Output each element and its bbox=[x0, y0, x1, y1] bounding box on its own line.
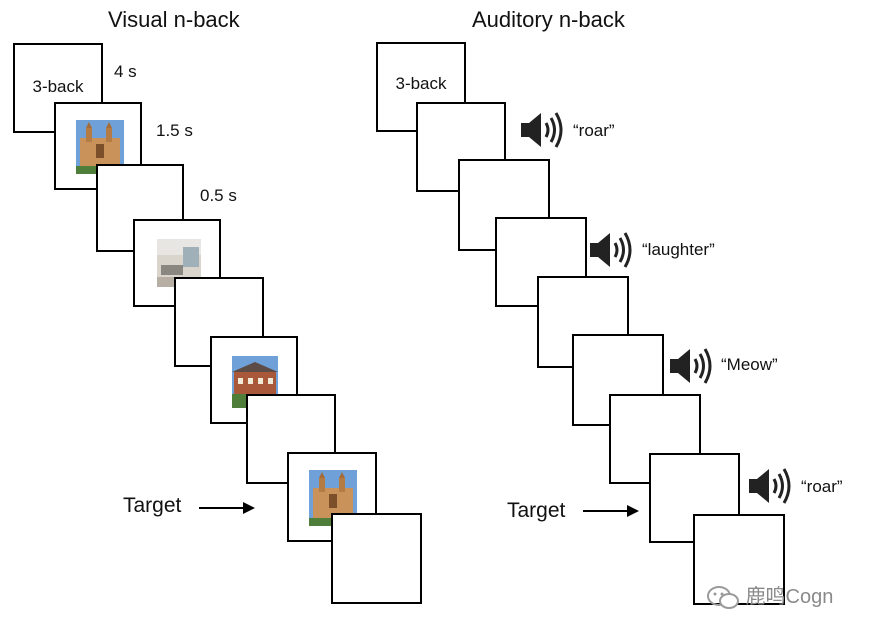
timing-label-4s: 4 s bbox=[114, 62, 137, 81]
auditory-nback-title: Auditory n-back bbox=[472, 7, 625, 32]
visual-3back-label: 3-back bbox=[32, 77, 84, 96]
speaker-icon bbox=[668, 346, 716, 386]
auditory-frame-9 bbox=[693, 514, 785, 605]
speaker-icon bbox=[519, 110, 567, 150]
visual-target-label: Target bbox=[123, 494, 182, 517]
auditory-3back-label: 3-back bbox=[395, 74, 447, 93]
wechat-icon bbox=[706, 585, 740, 611]
sound-word-laughter: “laughter” bbox=[642, 240, 715, 259]
visual-nback-title: Visual n-back bbox=[108, 7, 240, 32]
sound-word-meow: “Meow” bbox=[721, 355, 778, 374]
timing-label-1-5s: 1.5 s bbox=[156, 121, 193, 140]
speaker-icon bbox=[747, 466, 795, 506]
visual-frame-9 bbox=[331, 513, 422, 604]
sound-word-roar: “roar” bbox=[573, 121, 615, 140]
timing-label-0-5s: 0.5 s bbox=[200, 186, 237, 205]
watermark: 鹿鸣Cogn bbox=[706, 580, 833, 611]
sound-word-roar-target: “roar” bbox=[801, 477, 843, 496]
arrow-right-icon bbox=[583, 503, 643, 519]
watermark-text: 鹿鸣Cogn bbox=[745, 586, 834, 608]
speaker-icon bbox=[588, 230, 636, 270]
auditory-target-label: Target bbox=[507, 499, 566, 522]
arrow-right-icon bbox=[199, 500, 259, 516]
